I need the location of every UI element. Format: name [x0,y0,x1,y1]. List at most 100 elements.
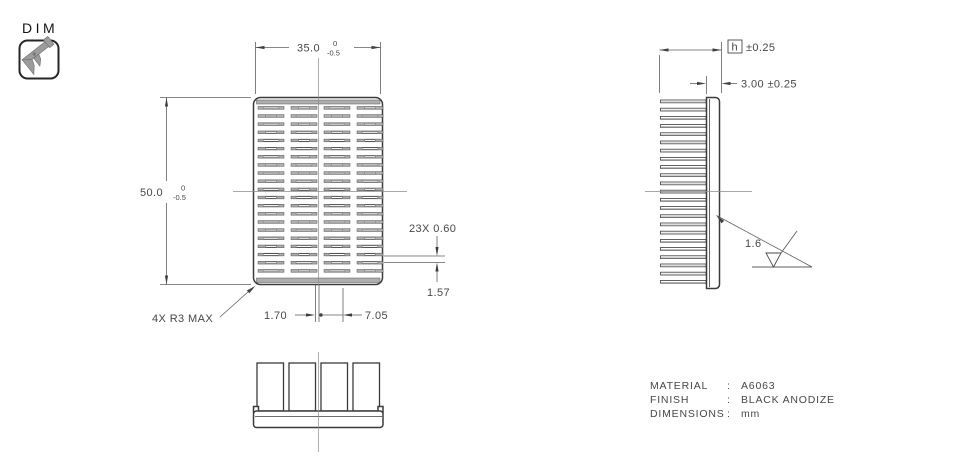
fin-slot-highlight [262,237,280,240]
fin-slot-highlight [331,163,343,166]
corner-radius-label: 4X R3 MAX [152,313,213,325]
fin-slot-highlight [361,196,379,199]
arrowhead [716,215,725,224]
fin-slot-highlight [331,147,343,150]
fin-slot-highlight [295,196,313,199]
fin-slot-highlight [262,220,280,223]
slot-offset-label: 1.70 [264,310,287,322]
width-tol-lower: -0.5 [327,49,340,58]
note-value: A6063 [741,380,775,392]
fin-slot-highlight [361,147,379,150]
arrowhead [697,81,706,86]
fin-slot-highlight [331,229,343,232]
arrowhead [721,81,731,86]
slot-pitch-label: 1.57 [427,287,450,299]
fin-slot-highlight [331,131,343,134]
fin-slot-highlight [295,147,313,150]
fin-slot-highlight [331,114,343,118]
fin-slot-highlight [328,204,346,207]
side-fin-shadow [661,109,706,111]
front-height-dimension: 50.0 0 -0.5 [140,97,251,285]
fin-slot-highlight [265,131,277,134]
front-view-slots [257,106,384,273]
side-fin-shadow [661,208,706,210]
side-fin-shadow [661,265,706,267]
note-separator: : [727,394,731,406]
fin-slot-highlight [364,188,376,191]
fin-slot-highlight [265,180,277,183]
dim-header: DIM [18,20,60,80]
arrowhead [343,313,352,317]
fin-slot-highlight [361,212,379,215]
caliper-end [43,36,55,49]
base-thickness-label: 3.00 ±0.25 [741,79,797,91]
fin-slot-highlight [364,155,376,158]
roughness-value: 1.6 [745,238,762,250]
dim-label: DIM [22,20,58,36]
caliper-glyph [21,36,55,76]
fin-slot-highlight [298,139,310,142]
roughness-symbol-arm [780,230,798,254]
fin-slot-highlight [364,204,376,207]
side-fin-shadow [661,134,706,136]
corner-radius-note: 4X R3 MAX [152,285,256,325]
side-fin-shadow [661,257,706,259]
fin-slot-highlight [361,245,379,248]
side-fin-shadow [661,232,706,234]
fin-slot-highlight [262,188,280,191]
fin-slot-highlight [361,163,379,166]
arrowhead [712,48,722,52]
arrowhead [435,247,439,256]
side-fin-shadow [661,183,706,185]
fin-slot-highlight [328,220,346,223]
front-view [233,58,407,286]
side-fin-shadow [661,167,706,169]
fin-slot-highlight [298,220,310,223]
width-tol-upper: 0 [333,39,337,48]
fin-slot-highlight [298,237,310,240]
fin-slot-highlight [298,155,310,158]
height-tol-lower: -0.5 [173,193,186,202]
fin-slot-highlight [295,245,313,248]
fin-slot-highlight [262,123,280,126]
fin-slot-highlight [364,220,376,223]
fin-slot-highlight [265,147,277,150]
fin-slot-highlight [364,269,376,272]
fin-slot-highlight [364,139,376,142]
slot-detail-dimension: 23X 0.60 1.57 [384,223,456,299]
side-height-dimension: h ±0.25 [659,39,775,93]
caliper-slider-jaw [33,53,42,67]
fin-slot-highlight [364,172,376,175]
caliper-icon [18,36,60,80]
bottom-post [256,362,285,412]
height-tol-upper: 0 [181,184,185,193]
fin-slot-highlight [295,229,313,232]
fin-slot-highlight [331,196,343,199]
fin-slot-highlight [298,123,310,126]
fin-slot-highlight [262,172,280,175]
fin-slot-highlight [298,172,310,175]
fin-slot-highlight [361,229,379,232]
fin-slot-highlight [262,155,280,158]
fin-slot-highlight [328,106,346,109]
fin-slot-highlight [295,163,313,166]
arrowhead [255,45,265,50]
fin-slot-highlight [328,237,346,240]
fin-slot-highlight [265,163,277,166]
fin-slot-highlight [265,114,277,118]
arrowhead [435,262,439,272]
side-fin-shadow [661,273,706,275]
fin-slot-highlight [295,180,313,183]
front-width-dimension: 35.0 0 -0.5 [255,39,381,94]
base-thickness-dimension: 3.00 ±0.25 [690,76,797,94]
fin-slot-highlight [262,253,280,256]
caliper-screw [32,52,36,56]
fin-slot-highlight [328,155,346,158]
side-fin-shadow [661,159,706,161]
fin-slot-highlight [328,139,346,142]
fin-slot-highlight [364,253,376,256]
fin-slot-highlight [298,253,310,256]
caliper-fixed-jaw [21,59,35,76]
fin-slot-highlight [328,253,346,256]
